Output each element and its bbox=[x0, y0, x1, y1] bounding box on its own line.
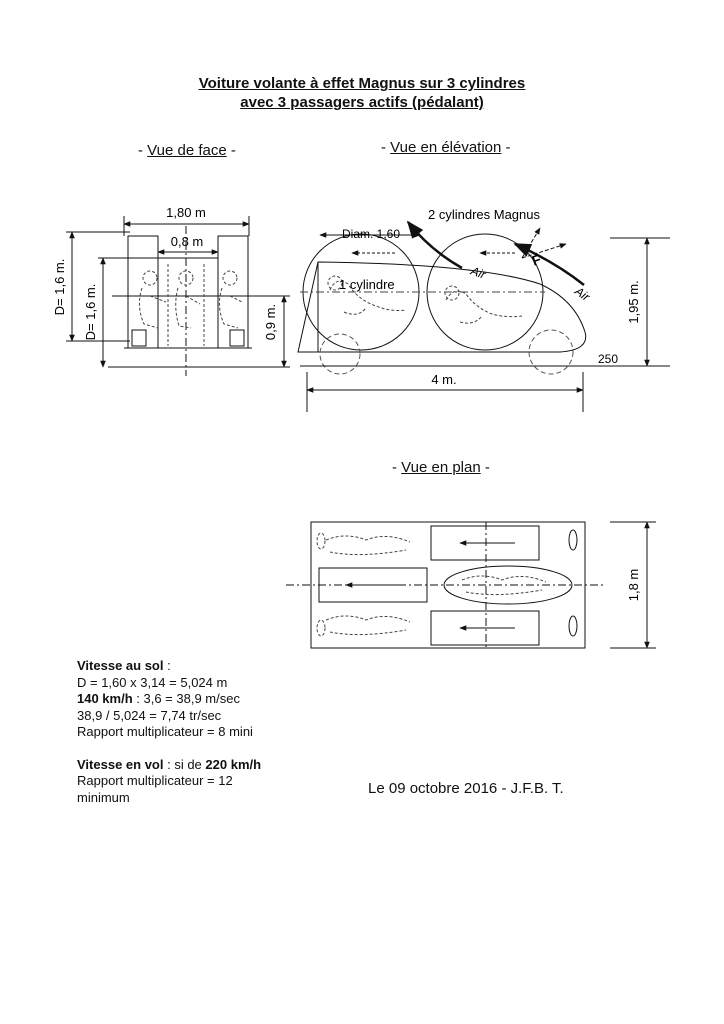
front-width-label: 1,80 m bbox=[166, 205, 206, 220]
elevation-air-label-1: Air bbox=[468, 263, 488, 282]
note-line: minimum bbox=[77, 789, 130, 805]
section-prefix: - bbox=[138, 142, 148, 159]
plan-width-label: 1,8 m bbox=[626, 569, 641, 602]
speed-notes: Vitesse au sol : D = 1,60 x 3,14 = 5,024… bbox=[77, 658, 307, 806]
section-label: Vue en élévation bbox=[390, 139, 502, 156]
elevation-one-cylinder-label: 1 cylindre bbox=[339, 277, 395, 292]
elevation-magnus-label: 2 cylindres Magnus bbox=[428, 207, 540, 222]
note-ground-speed-heading: Vitesse au sol : bbox=[77, 658, 307, 675]
front-d-inner-label: D= 1,6 m. bbox=[83, 284, 98, 341]
section-prefix: - bbox=[381, 139, 391, 156]
note-line: Rapport multiplicateur = 8 mini bbox=[77, 724, 253, 739]
elevation-force-label: F bbox=[530, 251, 544, 269]
note-bold: 220 km/h bbox=[205, 756, 262, 772]
title-line-1: Voiture volante à effet Magnus sur 3 cyl… bbox=[198, 75, 526, 92]
elevation-view bbox=[297, 220, 670, 412]
plan-view bbox=[286, 521, 656, 649]
elevation-height-label: 1,95 m. bbox=[626, 280, 641, 323]
section-suffix: - bbox=[480, 459, 490, 476]
section-label: Vue en plan bbox=[401, 459, 481, 476]
section-vue-de-face: - Vue de face - bbox=[138, 142, 236, 159]
note-bold: Vitesse en vol bbox=[77, 756, 164, 772]
title-line-2: avec 3 passagers actifs (pédalant) bbox=[240, 94, 484, 111]
elevation-air-label-2: Air bbox=[571, 283, 593, 304]
date-signature: Le 09 octobre 2016 - J.F.B. T. bbox=[368, 780, 564, 797]
note-text: : bbox=[163, 658, 171, 673]
note-line: Rapport multiplicateur = 12 bbox=[77, 773, 233, 788]
section-suffix: - bbox=[226, 142, 236, 159]
front-view bbox=[66, 216, 290, 376]
note-bold: Vitesse au sol bbox=[77, 658, 164, 673]
note-bold: 140 km/h bbox=[77, 691, 133, 706]
front-inner-label: 0,8 m bbox=[171, 234, 204, 249]
note-text: : si de bbox=[163, 756, 206, 772]
note-flight-speed-heading: Vitesse en vol : si de 220 km/h bbox=[77, 757, 307, 774]
page-title: Voiture volante à effet Magnus sur 3 cyl… bbox=[0, 74, 724, 112]
note-text: : 3,6 = 38,9 m/sec bbox=[132, 691, 240, 706]
front-d-outer-label: D= 1,6 m. bbox=[52, 259, 67, 316]
section-label: Vue de face bbox=[147, 142, 227, 159]
elevation-length-label: 4 m. bbox=[431, 372, 456, 387]
front-height-label: 0,9 m. bbox=[263, 304, 278, 340]
note-line: 140 km/h : 3,6 = 38,9 m/sec bbox=[77, 691, 307, 708]
section-prefix: - bbox=[392, 459, 402, 476]
elevation-extra-label: 250 bbox=[598, 352, 618, 366]
section-suffix: - bbox=[501, 139, 511, 156]
note-line: D = 1,60 x 3,14 = 5,024 m bbox=[77, 674, 228, 690]
elevation-diam-label: Diam. 1,60 bbox=[342, 227, 400, 241]
section-vue-en-elevation: - Vue en élévation - bbox=[381, 139, 511, 156]
section-vue-en-plan: - Vue en plan - bbox=[392, 459, 490, 476]
note-line: 38,9 / 5,024 = 7,74 tr/sec bbox=[77, 707, 222, 723]
